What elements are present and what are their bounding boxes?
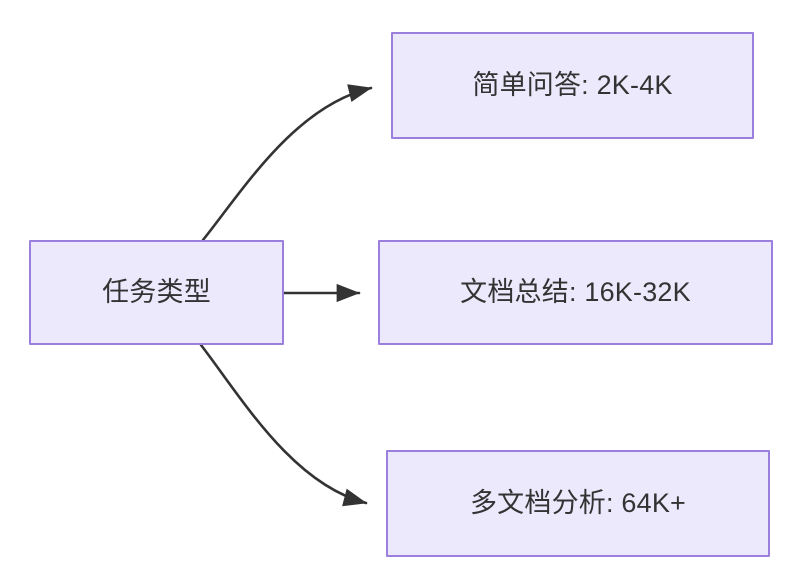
node-simple-qa-label: 简单问答: 2K-4K bbox=[472, 70, 673, 101]
edge-root-to-simple-qa bbox=[201, 84, 373, 242]
node-task-type-label: 任务类型 bbox=[102, 277, 211, 308]
node-multidoc-analysis-label: 多文档分析: 64K+ bbox=[469, 488, 686, 519]
node-simple-qa[interactable]: 简单问答: 2K-4K bbox=[391, 32, 754, 139]
node-doc-summary[interactable]: 文档总结: 16K-32K bbox=[378, 240, 773, 345]
node-multidoc-analysis[interactable]: 多文档分析: 64K+ bbox=[386, 450, 770, 557]
node-task-type[interactable]: 任务类型 bbox=[29, 240, 284, 345]
edge-root-to-multidoc-analysis bbox=[199, 343, 368, 507]
node-doc-summary-label: 文档总结: 16K-32K bbox=[460, 277, 691, 308]
